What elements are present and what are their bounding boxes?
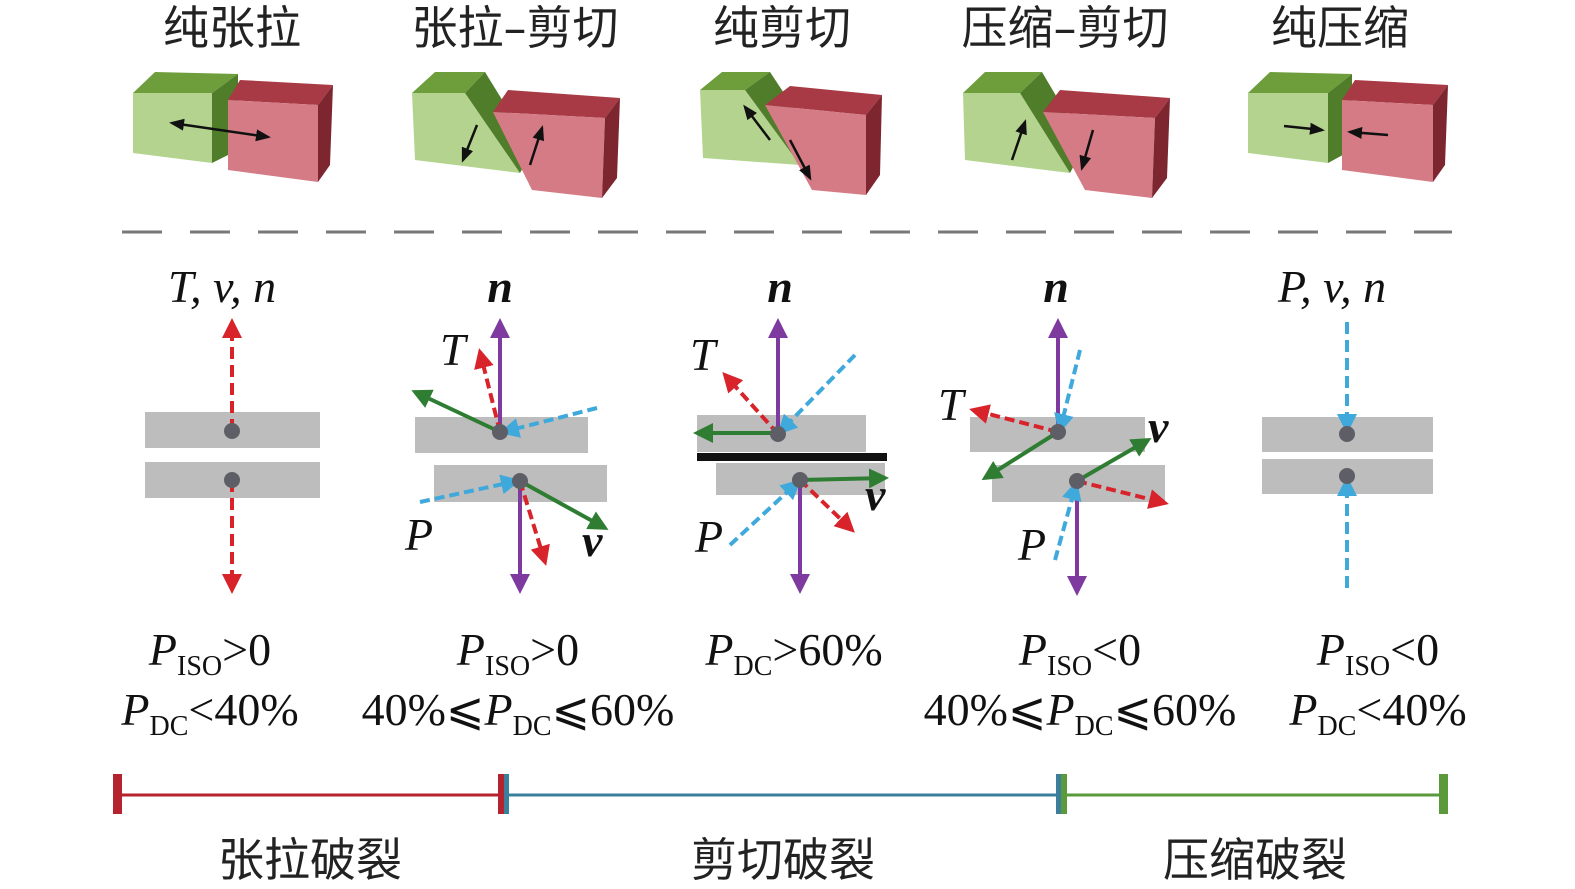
svg-text:v: v bbox=[1148, 401, 1169, 452]
mode-title-pure-tension: 纯张拉 bbox=[163, 1, 301, 55]
svg-text:T, v, n: T, v, n bbox=[168, 261, 276, 312]
vector-panel-compression-shear: n T P v bbox=[938, 261, 1169, 596]
svg-text:P: P bbox=[694, 511, 723, 562]
cond-pure-shear-1: PDC>60% bbox=[704, 624, 882, 682]
cube-compression-shear bbox=[963, 72, 1170, 198]
svg-text:P: P bbox=[1017, 519, 1046, 570]
svg-text:n: n bbox=[487, 261, 513, 312]
svg-text:v: v bbox=[865, 469, 886, 520]
vector-panel-tension-shear: n T P v bbox=[404, 261, 609, 594]
svg-text:P, v, n: P, v, n bbox=[1277, 261, 1386, 312]
svg-text:n: n bbox=[767, 261, 793, 312]
mode-title-pure-compression: 纯压缩 bbox=[1271, 1, 1409, 55]
conditions: PISO>0 PDC<40% PISO>0 40%⩽PDC⩽60% PDC>60… bbox=[120, 624, 1466, 742]
mode-title-pure-shear: 纯剪切 bbox=[713, 1, 851, 55]
cond-compression-shear-2: 40%⩽PDC⩽60% bbox=[924, 684, 1237, 742]
vector-panel-pure-tension: T, v, n bbox=[145, 261, 320, 594]
category-scale: 张拉破裂 剪切破裂 压缩破裂 bbox=[113, 774, 1448, 887]
cond-tension-shear-1: PISO>0 bbox=[456, 624, 579, 682]
cond-compression-shear-1: PISO<0 bbox=[1018, 624, 1141, 682]
cube-pure-compression bbox=[1248, 72, 1448, 182]
cube-pure-tension bbox=[133, 72, 333, 182]
cond-pure-tension-2: PDC<40% bbox=[120, 684, 298, 742]
svg-text:T: T bbox=[938, 379, 967, 430]
category-tension-fracture: 张拉破裂 bbox=[218, 833, 402, 887]
mode-title-tension-shear: 张拉–剪切 bbox=[412, 1, 619, 55]
svg-text:P: P bbox=[404, 509, 433, 560]
category-shear-fracture: 剪切破裂 bbox=[691, 833, 875, 887]
vector-panel-pure-compression: P, v, n bbox=[1262, 261, 1433, 588]
cube-tension-shear bbox=[412, 72, 620, 198]
svg-text:T: T bbox=[690, 329, 719, 380]
category-compression-fracture: 压缩破裂 bbox=[1163, 833, 1347, 887]
cond-tension-shear-2: 40%⩽PDC⩽60% bbox=[362, 684, 675, 742]
svg-text:v: v bbox=[582, 515, 603, 566]
cube-pure-shear bbox=[700, 72, 882, 195]
cond-pure-compression-1: PISO<0 bbox=[1316, 624, 1439, 682]
cond-pure-tension-1: PISO>0 bbox=[148, 624, 271, 682]
mode-title-compression-shear: 压缩–剪切 bbox=[962, 1, 1169, 55]
svg-text:n: n bbox=[1043, 261, 1069, 312]
cond-pure-compression-2: PDC<40% bbox=[1288, 684, 1466, 742]
svg-text:T: T bbox=[440, 324, 469, 375]
vector-panel-pure-shear: n T P v bbox=[690, 261, 889, 594]
